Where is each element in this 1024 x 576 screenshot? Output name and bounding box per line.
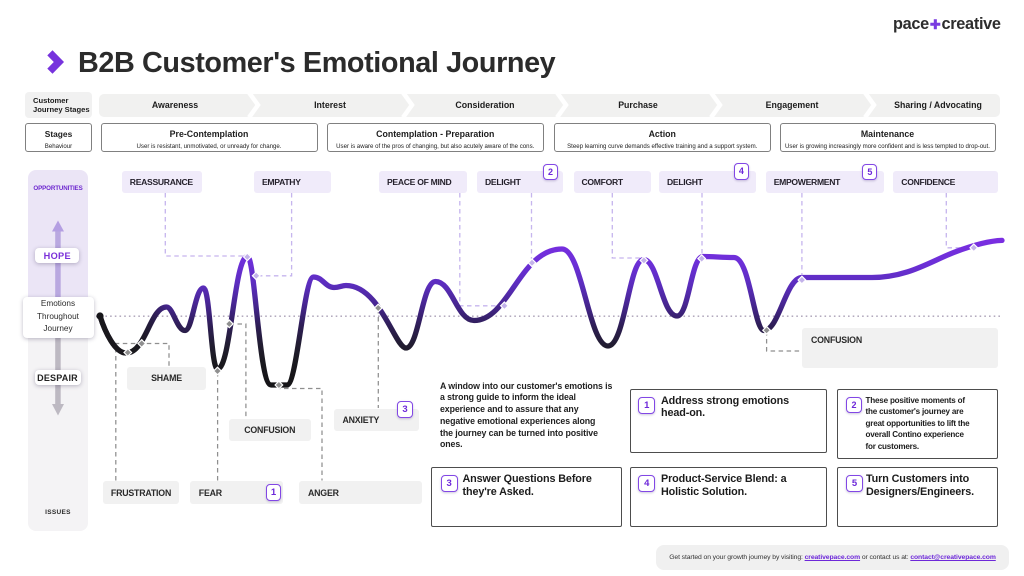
svg-text:Engagement: Engagement: [766, 100, 819, 110]
svg-text:Consideration: Consideration: [455, 100, 514, 110]
svg-text:Interest: Interest: [314, 100, 346, 110]
svg-text:Purchase: Purchase: [618, 100, 658, 110]
svg-text:Awareness: Awareness: [152, 100, 198, 110]
svg-text:Sharing / Advocating: Sharing / Advocating: [894, 100, 982, 110]
